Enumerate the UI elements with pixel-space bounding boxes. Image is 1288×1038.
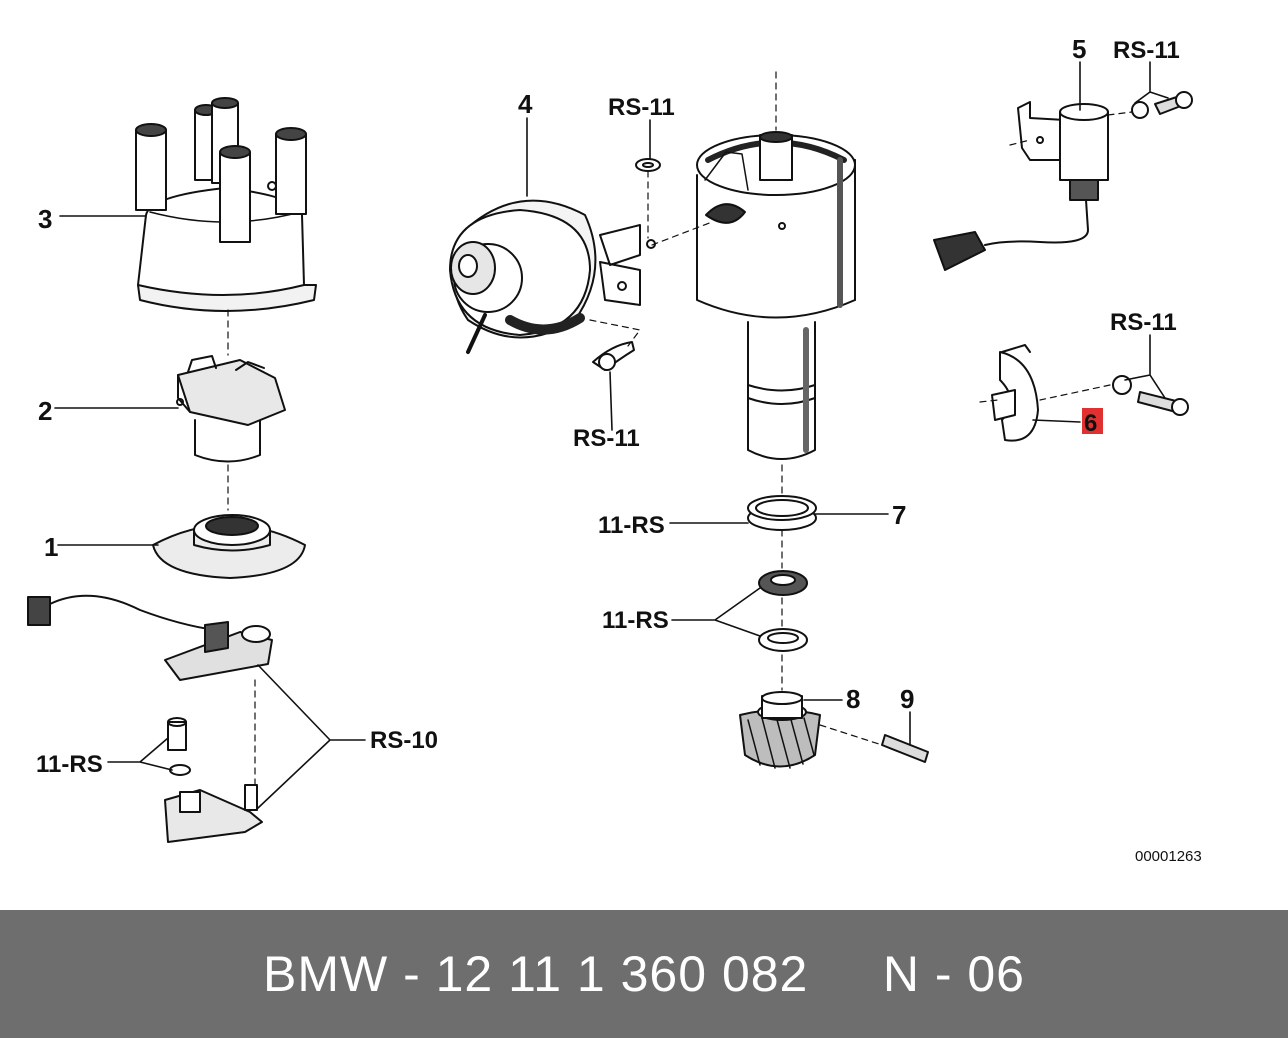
seal-ring [747,495,817,531]
ref-11rs-breaker: 11-RS [36,751,103,778]
distributor-cap [135,97,317,312]
ref-rs11-screw: RS-11 [573,425,640,452]
roll-pin [881,734,929,763]
callout-7: 7 [892,500,906,530]
callout-8: 8 [846,684,860,714]
distributor-housing [696,131,856,460]
pulse-sensor [933,91,1193,271]
highlighted-callout-box [1082,408,1103,434]
dust-shield [152,514,306,579]
drive-gear [739,691,821,769]
small-washer [635,158,661,172]
exploded-view-diagram: 3 2 1 4 5 6 7 8 9 RS-11 RS-11 RS-11 RS-1… [27,34,1202,865]
diagram-drawing: 3 2 1 4 5 6 7 8 9 RS-11 RS-11 RS-11 RS-1… [27,34,1202,865]
callout-leaders [54,61,1169,809]
vacuum-advance-unit [449,199,656,371]
callout-3: 3 [38,204,52,234]
callout-9: 9 [900,684,914,714]
breaker-assembly [27,594,273,843]
ref-rs11-sensor: RS-11 [1113,37,1180,64]
ref-11rs-washers: 11-RS [602,607,669,634]
ref-rs10: RS-10 [370,727,438,754]
ref-rs11-clip: RS-11 [1110,309,1177,336]
callout-5: 5 [1072,34,1086,64]
callout-1: 1 [44,532,58,562]
callout-6: 6 [1084,410,1097,437]
assembly-axis-lines [227,71,1133,791]
drawing-number: 00001263 [1135,848,1202,865]
rotor [176,355,286,463]
part-number-text: BMW - 12 11 1 360 082 N - 06 [263,946,1025,1002]
callout-4: 4 [518,89,533,119]
part-number-banner: BMW - 12 11 1 360 082 N - 06 [0,910,1288,1038]
ref-11rs-ring: 11-RS [598,512,665,539]
ref-rs11-top: RS-11 [608,94,675,121]
callout-2: 2 [38,396,52,426]
shim-washers [758,570,808,652]
